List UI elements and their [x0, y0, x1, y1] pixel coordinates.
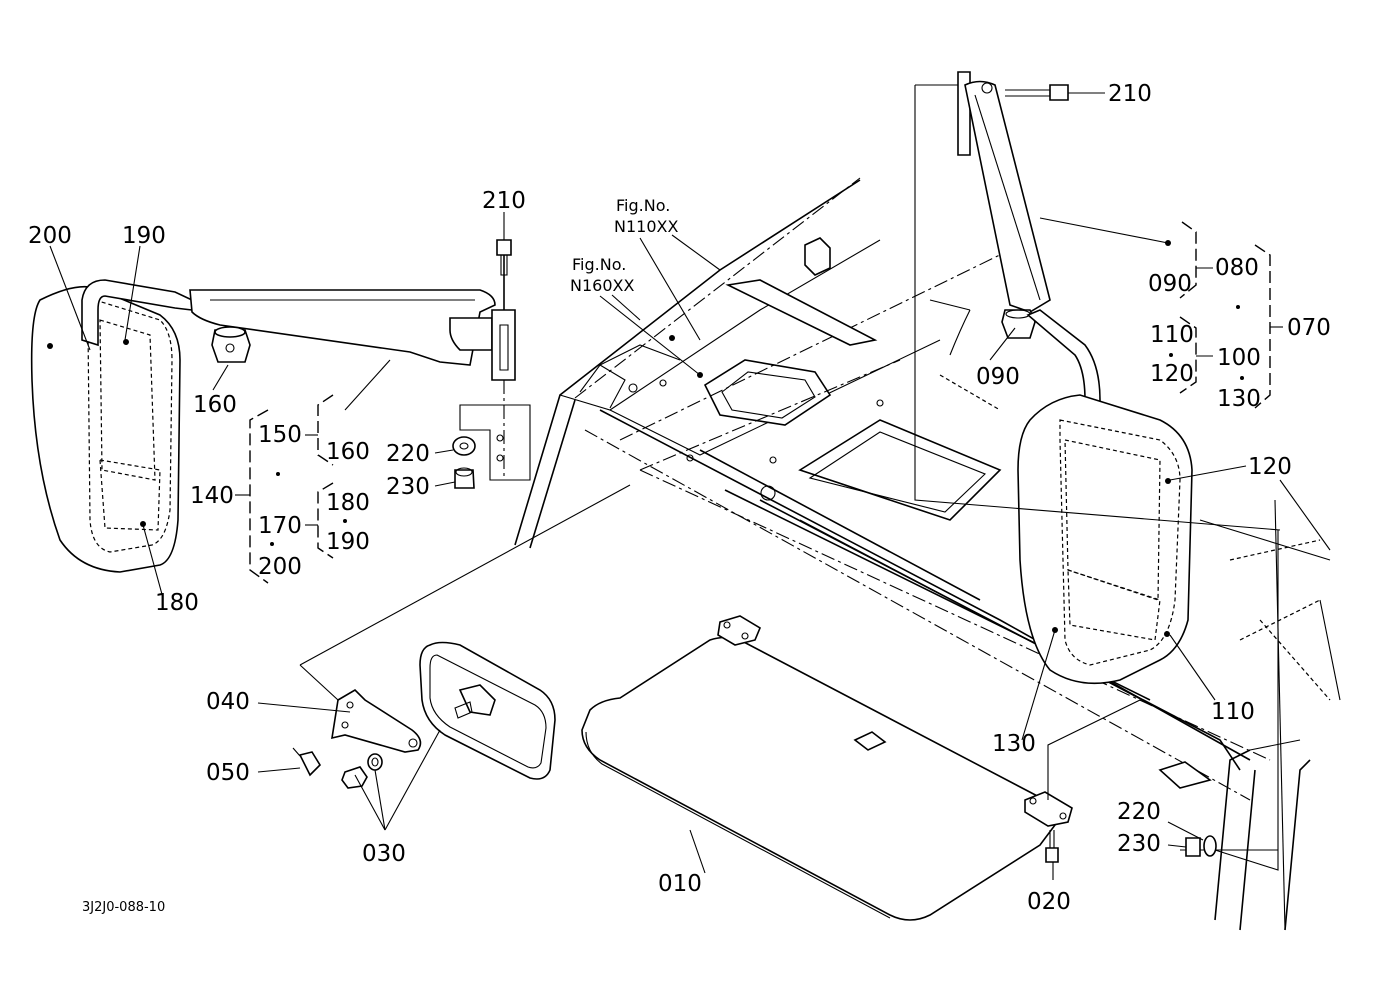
- callout-c130b: 130: [992, 731, 1036, 757]
- callout-c180a: 180: [326, 490, 370, 516]
- callout-c190b: 190: [326, 529, 370, 555]
- callout-c070: 070: [1287, 315, 1331, 341]
- callout-c160b: 160: [326, 439, 370, 465]
- cab-frame-structure: [514, 177, 1341, 931]
- callout-c220b: 220: [1117, 799, 1161, 825]
- callout-c110b: 110: [1211, 699, 1255, 725]
- callout-c210a: 210: [1108, 81, 1152, 107]
- callout-c200: 200: [28, 223, 72, 249]
- callout-c100: 100: [1217, 345, 1261, 371]
- callout-c130a: 130: [1217, 386, 1261, 412]
- callout-c150: 150: [258, 422, 302, 448]
- callout-c050: 050: [206, 760, 250, 786]
- drawing-code: 3J2J0-088-10: [82, 900, 165, 915]
- callout-c120b: 120: [1248, 454, 1292, 480]
- left-mirror-assembly: [30, 239, 531, 573]
- figure-ref-number: N110XX: [614, 217, 678, 236]
- callout-c080: 080: [1215, 255, 1259, 281]
- callout-c120a: 120: [1150, 361, 1194, 387]
- callout-c230b: 230: [1117, 831, 1161, 857]
- callout-c040: 040: [206, 689, 250, 715]
- callout-c190a: 190: [122, 223, 166, 249]
- callout-c170: 170: [258, 513, 302, 539]
- callout-c180b: 180: [155, 590, 199, 616]
- callout-c010: 010: [658, 871, 702, 897]
- sun-visor: [581, 615, 1141, 921]
- callout-c220a: 220: [386, 441, 430, 467]
- callout-c230a: 230: [386, 474, 430, 500]
- callout-c020: 020: [1027, 889, 1071, 915]
- figure-ref-label: Fig.No.: [572, 255, 626, 274]
- part-number-labels: 210 210 200 190 160 150 160 140 170 180 190 200 180 2…: [28, 81, 1331, 915]
- callout-c200b: 200: [258, 554, 302, 580]
- assembly-brackets: [235, 221, 1283, 584]
- figure-references: Fig.No. N110XX Fig.No. N160XX: [570, 196, 678, 295]
- callout-c140: 140: [190, 483, 234, 509]
- right-mirror-assembly: [914, 71, 1281, 871]
- callout-c210b: 210: [482, 188, 526, 214]
- callout-c030: 030: [362, 841, 406, 867]
- figure-ref-number: N160XX: [570, 276, 634, 295]
- inner-mirror-assembly: [292, 484, 631, 789]
- callout-c110a: 110: [1150, 322, 1194, 348]
- callout-c160a: 160: [193, 392, 237, 418]
- callout-c090a: 090: [1148, 271, 1192, 297]
- figure-ref-label: Fig.No.: [616, 196, 670, 215]
- leader-lines: [47, 92, 1247, 880]
- callout-c090b: 090: [976, 364, 1020, 390]
